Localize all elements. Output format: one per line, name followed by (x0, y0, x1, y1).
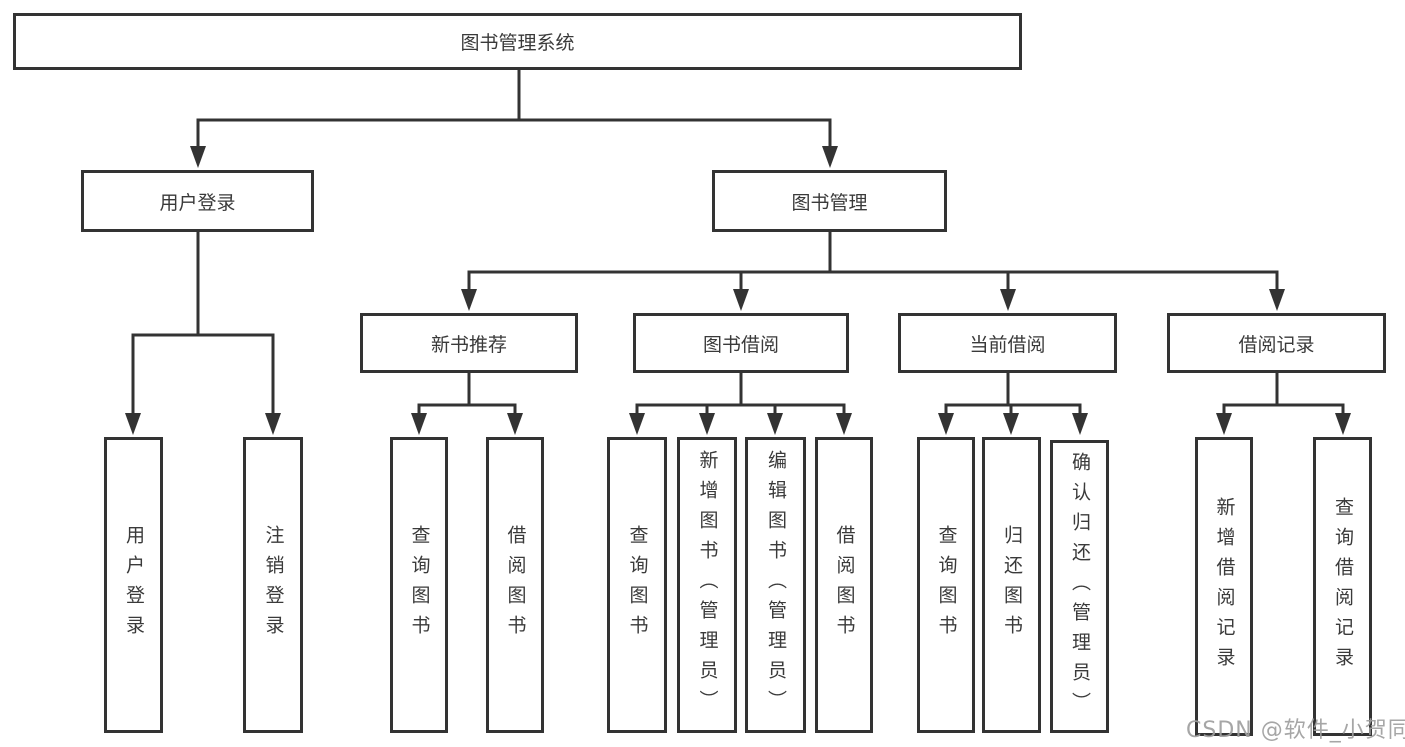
leaf-newbook-borrow-books: 借阅图书 (486, 437, 544, 733)
leaf-borrowing-add-books-admin: 新增图书（管理员） (677, 437, 737, 733)
leaf-current-return-books: 归还图书 (982, 437, 1041, 733)
leaf-current-query-books: 查询图书 (917, 437, 975, 733)
leaf-current-confirm-return-admin: 确认归还（管理员） (1050, 440, 1109, 733)
node-book-borrowing: 图书借阅 (633, 313, 849, 373)
arrowheads (125, 146, 1351, 435)
leaf-borrowing-query-books: 查询图书 (607, 437, 667, 733)
leaf-borrowing-borrow-books: 借阅图书 (815, 437, 873, 733)
leaf-user-login: 用户登录 (104, 437, 163, 733)
node-root-system: 图书管理系统 (13, 13, 1022, 70)
leaf-logout: 注销登录 (243, 437, 303, 733)
node-user-login-module: 用户登录 (81, 170, 314, 232)
leaf-newbook-query-books: 查询图书 (390, 437, 448, 733)
node-book-management-module: 图书管理 (712, 170, 947, 232)
csdn-watermark: CSDN @软件_小贺同学 (1186, 718, 1405, 743)
node-borrow-records: 借阅记录 (1167, 313, 1386, 373)
leaf-records-add-borrow-record: 新增借阅记录 (1195, 437, 1253, 736)
leaf-borrowing-edit-books-admin: 编辑图书（管理员） (745, 437, 806, 733)
leaf-records-query-borrow-record: 查询借阅记录 (1313, 437, 1372, 736)
node-new-book-recommend: 新书推荐 (360, 313, 578, 373)
node-current-borrowing: 当前借阅 (898, 313, 1117, 373)
